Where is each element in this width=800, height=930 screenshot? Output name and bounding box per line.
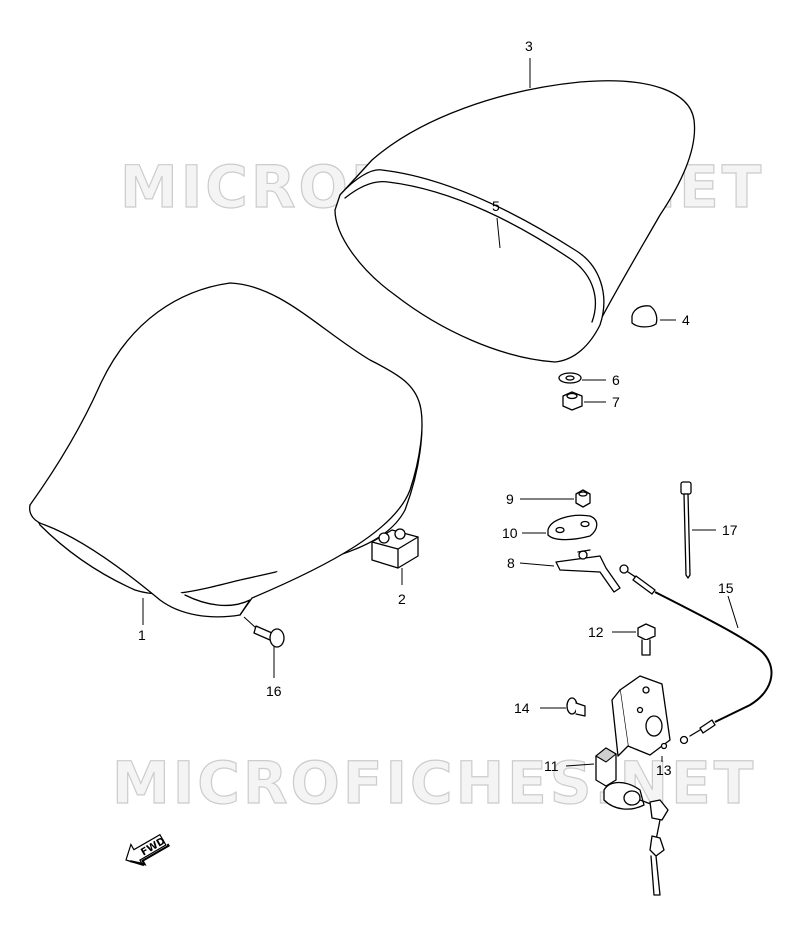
- callout-13: 13: [656, 762, 672, 778]
- callout-15: 15: [718, 580, 734, 596]
- callout-17: 17: [722, 522, 738, 538]
- callout-12: 12: [588, 624, 604, 640]
- cushion-4: [631, 305, 676, 328]
- callout-labels: 1 2 3 4 5 6 7 8 9 10 11 12 13 14 15 16 1…: [138, 38, 738, 778]
- callout-10: 10: [502, 525, 518, 541]
- nut-9: [520, 489, 591, 508]
- callout-1: 1: [138, 627, 146, 643]
- callout-8: 8: [507, 555, 515, 571]
- callout-5: 5: [492, 198, 500, 214]
- rubber-block: [371, 528, 419, 585]
- callout-7: 7: [612, 394, 620, 410]
- latch-bracket-8: [519, 549, 621, 593]
- pin-14: [540, 697, 586, 717]
- callout-2: 2: [398, 591, 406, 607]
- plate-10: [522, 514, 598, 541]
- seat-cowl: [334, 58, 696, 363]
- main-seat: [29, 282, 423, 625]
- callout-3: 3: [525, 38, 533, 54]
- callout-16: 16: [266, 683, 282, 699]
- watermark-bottom: MICROFICHES.NET: [112, 749, 756, 817]
- screw-16: [243, 616, 285, 678]
- lock-cylinder-11: [565, 747, 669, 896]
- bolt-12: [612, 623, 656, 656]
- callout-14: 14: [514, 700, 530, 716]
- cable-tie-17: [680, 481, 716, 579]
- callout-6: 6: [612, 372, 620, 388]
- seat-lock-cable-15: [619, 564, 773, 745]
- callout-9: 9: [506, 491, 514, 507]
- nut-7: [562, 391, 606, 411]
- fwd-arrow-icon: FWD: [125, 833, 170, 867]
- lock-bracket-13: [611, 675, 671, 762]
- callout-4: 4: [682, 312, 690, 328]
- washer-6: [558, 372, 606, 384]
- callout-11: 11: [544, 758, 559, 774]
